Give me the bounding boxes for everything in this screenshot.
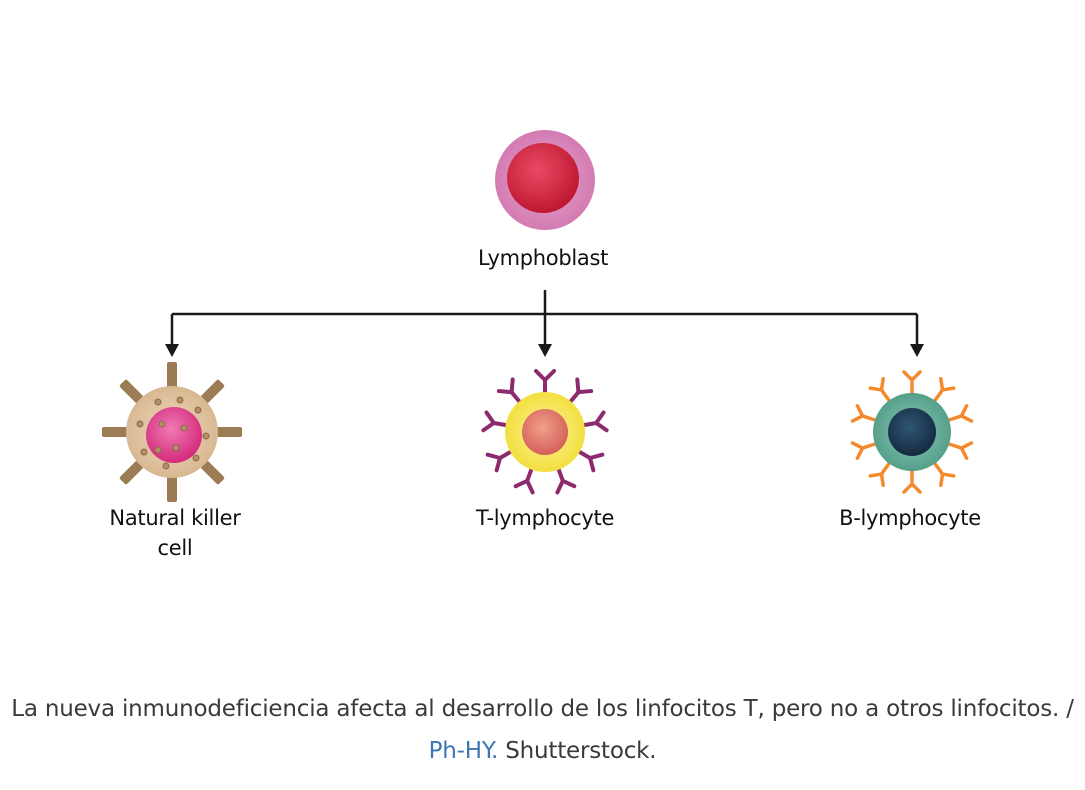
branch-connector bbox=[170, 290, 919, 348]
arrowheads bbox=[165, 344, 924, 357]
t-lymphocyte-label: T-lymphocyte bbox=[475, 506, 615, 530]
natural-killer-cell-icon bbox=[102, 362, 242, 502]
lymphocyte-differentiation-diagram: Lymphoblast Natural killer cell T-lympho… bbox=[75, 130, 981, 563]
figure-caption: La nueva inmunodeficiencia afecta al des… bbox=[0, 688, 1085, 772]
lymphoblast-label: Lymphoblast bbox=[477, 246, 609, 270]
natural-killer-cell-label-line-2: cell bbox=[157, 536, 193, 560]
arrowhead-middle bbox=[538, 344, 552, 357]
diagram-canvas bbox=[102, 130, 974, 502]
b-lymphocyte-cell-icon bbox=[850, 370, 974, 494]
t-lymphocyte-cell-icon bbox=[481, 369, 609, 495]
arrowhead-right bbox=[910, 344, 924, 357]
arrowhead-left bbox=[165, 344, 179, 357]
b-lymphocyte-label: B-lymphocyte bbox=[839, 506, 981, 530]
lymphoblast-cell-icon bbox=[495, 130, 595, 230]
caption-text: La nueva inmunodeficiencia afecta al des… bbox=[11, 696, 1074, 722]
caption-source: Shutterstock. bbox=[498, 738, 657, 764]
natural-killer-cell-label: Natural killer cell bbox=[75, 503, 275, 563]
photographer-credit-link[interactable]: Ph-HY. bbox=[428, 738, 499, 764]
natural-killer-cell-label-line-1: Natural killer bbox=[109, 506, 241, 530]
